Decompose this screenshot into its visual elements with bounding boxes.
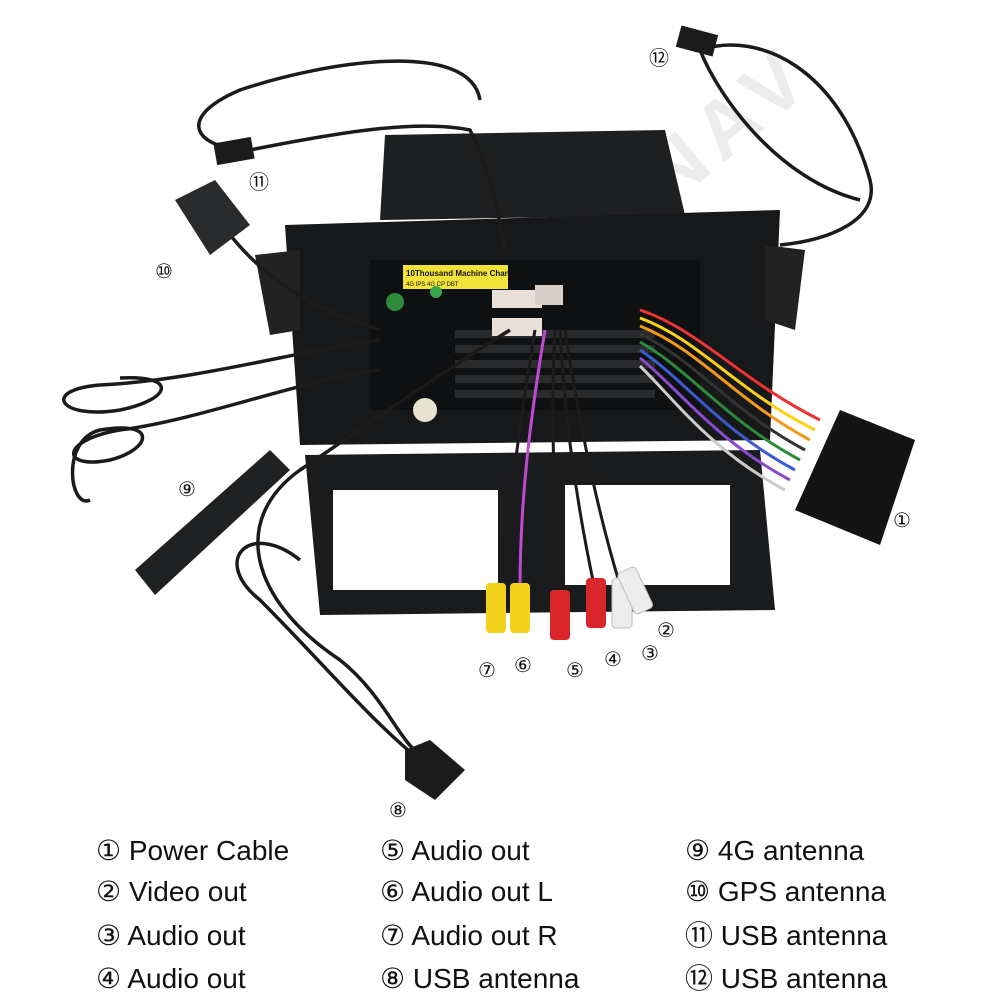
power-harness-wires: [638, 308, 821, 492]
sticker: [403, 265, 508, 289]
antenna-cables: [62, 43, 874, 762]
legend-item-1: ① Power Cable: [96, 835, 290, 866]
rca-plugs: [486, 566, 653, 640]
frame-window-left: [333, 490, 498, 590]
legend-item-3: ③ Audio out: [96, 920, 246, 951]
legend-item-10: ⑩ GPS antenna: [685, 876, 887, 907]
usb-connector-11: [213, 136, 255, 166]
callout-7: ⑦: [478, 658, 496, 682]
frame-window-right: [565, 485, 730, 585]
callout-2: ②: [657, 618, 675, 642]
legend-item-2: ② Video out: [96, 876, 247, 907]
rca-plug-5: [550, 590, 570, 640]
gps-antenna: [175, 180, 250, 255]
callout-12: ⑫: [649, 46, 669, 70]
rca-cables: [498, 329, 622, 601]
legend-item-4: ④ Audio out: [96, 963, 246, 994]
callout-3: ③: [641, 641, 659, 665]
callout-1: ①: [893, 508, 911, 532]
usb-connector-12: [675, 25, 719, 57]
usb-connector-8: [405, 740, 465, 800]
callout-9: ⑨: [178, 477, 196, 501]
rca-plug-6: [510, 583, 530, 633]
legend-item-11: ⑪ USB antenna: [685, 920, 888, 951]
legend-item-6: ⑥ Audio out L: [380, 876, 554, 907]
plug-block-3: [535, 285, 563, 305]
product-photo: ZWNAV 10Thousand Machine Change 4G IPS 4…: [62, 25, 915, 800]
callout-6: ⑥: [514, 653, 532, 677]
right-bracket: [765, 245, 805, 330]
callout-4: ④: [604, 647, 622, 671]
rca-plug-7: [486, 583, 506, 633]
legend-item-9: ⑨ 4G antenna: [685, 835, 865, 866]
legend-item-5: ⑤ Audio out: [380, 835, 530, 866]
green-marker: [430, 286, 442, 298]
callout-10: ⑩: [155, 259, 173, 283]
legend-item-12: ⑫ USB antenna: [685, 963, 888, 994]
callout-5: ⑤: [566, 658, 584, 682]
rca-plug-4: [586, 578, 606, 628]
4g-antenna: [135, 450, 290, 595]
legend-item-7: ⑦ Audio out R: [380, 920, 558, 951]
rca-plug-2: [617, 566, 653, 615]
green-connector: [386, 293, 404, 311]
power-connector: [795, 410, 915, 545]
plug-block-1: [492, 290, 542, 308]
sticker-line1: 10Thousand Machine Change: [406, 269, 519, 278]
callout-8: ⑧: [389, 798, 407, 822]
top-visor: [380, 130, 685, 220]
sticker-line2: 4G IPS 4G CP DBT: [406, 282, 459, 288]
callout-11: ⑪: [249, 170, 269, 194]
legend-item-8: ⑧ USB antenna: [380, 963, 580, 994]
round-port: [413, 398, 437, 422]
